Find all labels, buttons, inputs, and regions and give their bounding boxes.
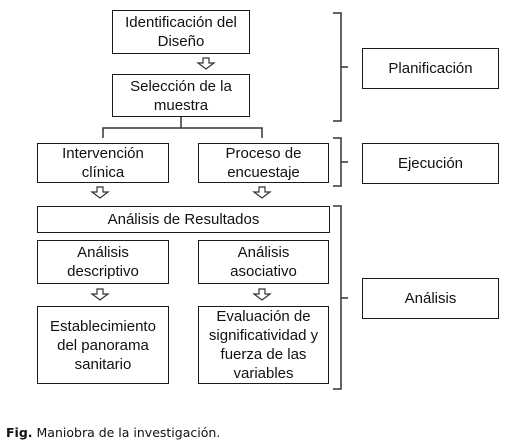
caption-label: Fig.	[6, 425, 33, 440]
bracket-planificacion	[333, 12, 348, 122]
box-analisis-descriptivo: Análisis descriptivo	[37, 240, 169, 284]
box-proceso-encuestaje: Proceso de encuestaje	[198, 143, 329, 183]
box-analisis-resultados: Análisis de Resultados	[37, 206, 330, 233]
box-seleccion-muestra: Selección de la muestra	[112, 74, 250, 117]
bracket-ejecucion	[333, 137, 348, 187]
bracket-analisis	[333, 205, 348, 390]
arrow-down-icon	[196, 57, 216, 70]
phase-ejecucion: Ejecución	[362, 143, 499, 184]
arrow-down-icon	[90, 186, 110, 199]
figure-caption: Fig. Maniobra de la investigación.	[6, 425, 220, 440]
arrow-down-icon	[252, 288, 272, 301]
box-analisis-asociativo: Análisis asociativo	[198, 240, 329, 284]
arrow-down-icon	[252, 186, 272, 199]
phase-planificacion: Planificación	[362, 48, 499, 89]
caption-text: Maniobra de la investigación.	[36, 425, 221, 440]
split-connector	[102, 117, 263, 138]
box-intervencion-clinica: Intervención clínica	[37, 143, 169, 183]
box-identificacion: Identificación del Diseño	[112, 10, 250, 54]
arrow-down-icon	[90, 288, 110, 301]
phase-analisis: Análisis	[362, 278, 499, 319]
box-evaluacion-significatividad: Evaluación de significatividad y fuerza …	[198, 306, 329, 384]
box-establecimiento-panorama: Establecimiento del panorama sanitario	[37, 306, 169, 384]
